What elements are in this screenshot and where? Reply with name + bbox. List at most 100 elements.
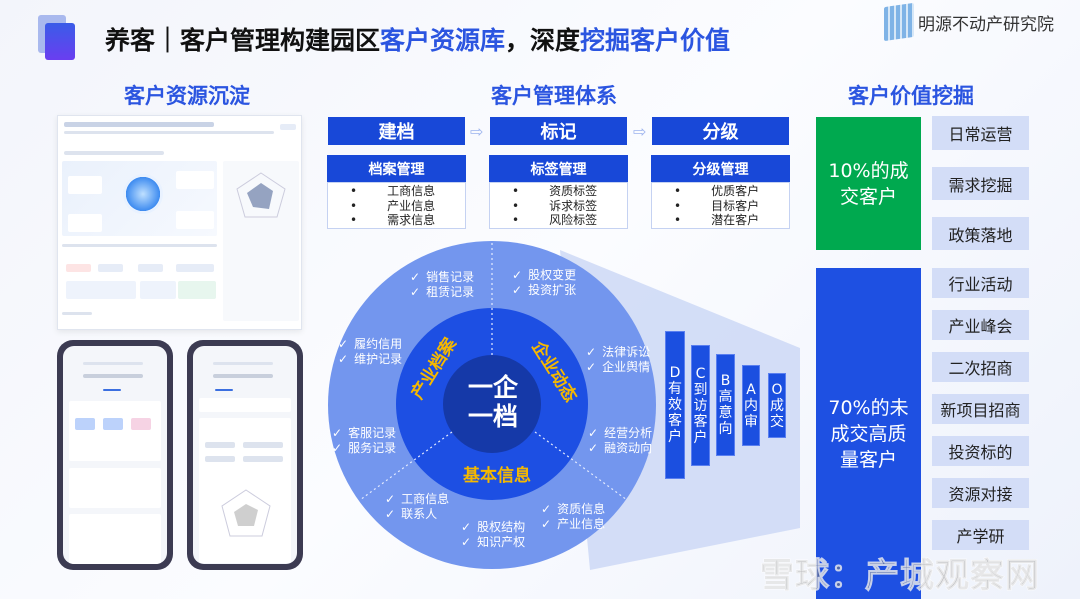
circle-label-group: ✓股权结构✓ 知识产权 — [461, 520, 525, 550]
circle-label-row: ✓股权结构 — [461, 520, 525, 535]
funnel-bar-b: B高意向 — [716, 354, 735, 456]
check-icon: ✓ — [332, 441, 343, 455]
circle-label-row: ✓ 融资动向 — [588, 441, 652, 456]
arrow-right-icon: ⇨ — [470, 122, 484, 141]
center-label: 一企一档 — [455, 373, 531, 431]
circle-label: 工商信息 — [401, 492, 450, 506]
globe-icon — [123, 174, 163, 214]
logo-text: 明源不动产研究院 — [918, 14, 1054, 35]
value-item: 二次招商 — [932, 352, 1029, 382]
list-item: 诉求标签 — [549, 198, 598, 213]
circle-label-group: ✓ 销售记录 ✓ 租赁记录 — [410, 270, 474, 300]
check-icon: ✓ — [461, 535, 472, 549]
logo: 明源不动产研究院 — [884, 2, 1054, 42]
subhead-tag-mgmt: 标签管理 — [489, 155, 628, 182]
closed-customers-block: 10%的成交客户 — [816, 117, 921, 250]
list-item: 潜在客户 — [711, 213, 760, 227]
funnel-bar-c: C到访客户 — [691, 345, 710, 466]
center-label-line: 一企 — [467, 373, 518, 402]
circle-label: 销售记录 — [426, 270, 475, 284]
check-icon: ✓ — [338, 352, 349, 366]
watermark: 雪球：产城观察网 — [760, 556, 1040, 597]
circle-label: 经营分析 — [604, 426, 653, 440]
check-icon: ✓ — [410, 285, 421, 299]
title-highlight-1: 客户资源库 — [380, 26, 506, 55]
circle-label: 履约信用 — [354, 337, 403, 351]
section-title-middle: 客户管理体系 — [491, 84, 617, 108]
circle-label: 股权结构 — [477, 520, 526, 534]
circle-label: 租赁记录 — [426, 285, 475, 299]
circle-label: 法律诉讼 — [602, 345, 651, 359]
circle-label: 联系人 — [401, 507, 438, 521]
check-icon: ✓ — [541, 502, 552, 516]
value-item: 投资标的 — [932, 436, 1029, 466]
section-title-left: 客户资源沉淀 — [124, 84, 250, 108]
list-item: 风险标签 — [549, 213, 598, 227]
check-icon: ✓ — [338, 337, 349, 351]
circle-label-group: ✓资质信息✓产业信息 — [541, 502, 605, 532]
value-item: 新项目招商 — [932, 394, 1029, 424]
circle-label-row: ✓ 维护记录 — [338, 352, 402, 367]
core-circle — [443, 355, 541, 453]
circle-label: 企业舆情 — [602, 360, 651, 374]
list-item: 资质标签 — [549, 184, 598, 198]
value-item: 行业活动 — [932, 268, 1029, 298]
step-grade: 分级 — [652, 117, 789, 145]
circle-label: 维护记录 — [354, 352, 403, 366]
circle-label-row: ✓ 知识产权 — [461, 535, 525, 550]
value-item: 产学研 — [932, 520, 1029, 550]
list-item: 需求信息 — [387, 213, 436, 227]
radar-chart-thumbnail — [236, 172, 286, 218]
circle-label-row: ✓ 企业舆情 — [586, 360, 650, 375]
grade-list: •优质客户 •目标客户 •潜在客户 — [651, 182, 790, 229]
circle-label: 投资扩张 — [528, 283, 577, 297]
list-item: 工商信息 — [387, 184, 436, 198]
center-label-line: 一档 — [467, 402, 518, 431]
dashboard-screenshot — [57, 115, 302, 330]
check-icon: ✓ — [586, 360, 597, 374]
value-item: 产业峰会 — [932, 310, 1029, 340]
check-icon: ✓ — [385, 507, 396, 521]
slide-title: 养客｜客户管理构建园区客户资源库，深度挖掘客户价值 — [105, 21, 730, 57]
circle-label: 服务记录 — [348, 441, 397, 455]
circle-label-group: ✓客服记录✓ 服务记录 — [332, 426, 396, 456]
circle-label-group: ✓ 履约信用 ✓ 维护记录 — [338, 337, 402, 367]
circle-label: 产业信息 — [557, 517, 606, 531]
title-prefix: 养客｜客户管理构建园区 — [105, 26, 381, 55]
step-tag: 标记 — [490, 117, 627, 145]
circle-label-group: ✓ 工商信息 ✓ 联系人 — [385, 492, 449, 522]
circle-label: 客服记录 — [348, 426, 397, 440]
section-title-right: 客户价值挖掘 — [848, 84, 974, 108]
circle-label-row: ✓法律诉讼 — [586, 345, 650, 360]
list-item: 目标客户 — [711, 198, 760, 213]
circle-label: 融资动向 — [604, 441, 653, 455]
radar-chart-thumbnail — [221, 489, 271, 537]
circle-label-row: ✓客服记录 — [332, 426, 396, 441]
check-icon: ✓ — [512, 268, 523, 282]
check-icon: ✓ — [410, 270, 421, 284]
check-icon: ✓ — [512, 283, 523, 297]
funnel-bar-o: O成交 — [768, 373, 786, 438]
circle-label-row: ✓ 租赁记录 — [410, 285, 474, 300]
funnel-bar-label: O成交 — [770, 381, 784, 430]
circle-label-row: ✓ 服务记录 — [332, 441, 396, 456]
circle-label: 股权变更 — [528, 268, 577, 282]
circle-label-row: ✓ 投资扩张 — [512, 283, 576, 298]
archive-list: •工商信息 •产业信息 •需求信息 — [327, 182, 466, 229]
step-build-archive: 建档 — [328, 117, 465, 145]
title-highlight-2: 挖掘客户价值 — [580, 26, 731, 55]
phone-mockup-1 — [57, 340, 173, 570]
funnel-bar-label: D有效客户 — [668, 365, 682, 445]
circle-label-row: ✓ 销售记录 — [410, 270, 474, 285]
title-decoration-front — [45, 23, 75, 60]
circle-label-group: ✓法律诉讼✓ 企业舆情 — [586, 345, 650, 375]
circle-label-row: ✓ 工商信息 — [385, 492, 449, 507]
circle-label: 知识产权 — [477, 535, 526, 549]
circle-label-row: ✓经营分析 — [588, 426, 652, 441]
list-item: 优质客户 — [711, 184, 760, 198]
funnel-bar-label: A内审 — [744, 381, 758, 430]
check-icon: ✓ — [385, 492, 396, 506]
check-icon: ✓ — [588, 441, 599, 455]
title-middle: ，深度 — [505, 26, 581, 55]
